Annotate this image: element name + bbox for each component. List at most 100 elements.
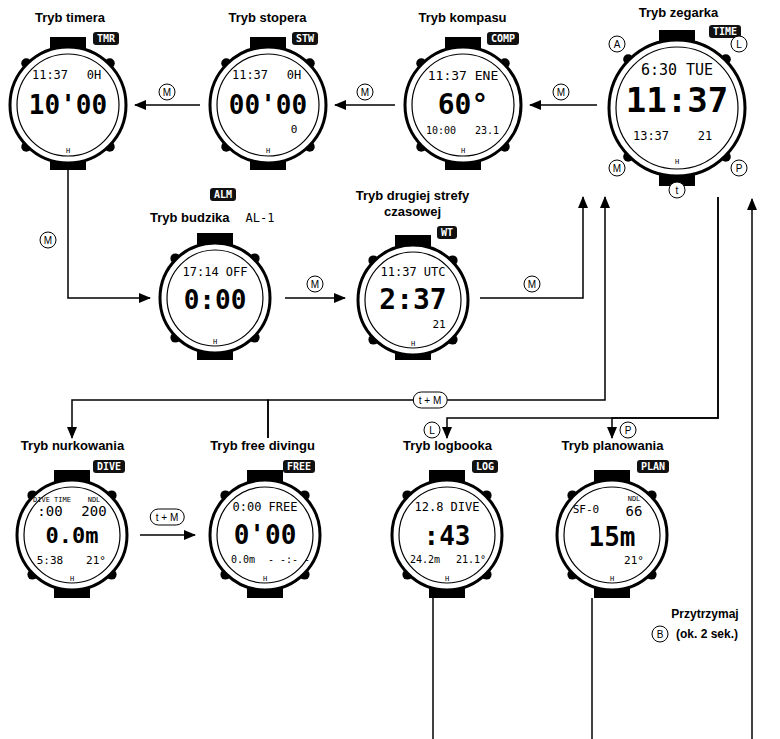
mode-title: Tryb timera bbox=[5, 10, 135, 26]
lcd-readout: 200 bbox=[81, 504, 106, 518]
watch-display bbox=[17, 54, 119, 156]
mode-badge: DIVE bbox=[93, 460, 125, 473]
watch-bezel bbox=[392, 480, 502, 590]
lcd-readout: 11:37 bbox=[626, 83, 728, 117]
watch-display bbox=[217, 487, 313, 583]
watch-mode-node: Tryb planowaniaPLANSF-0NDL6615m21°H bbox=[545, 438, 680, 598]
watch-display bbox=[616, 47, 738, 169]
lcd-readout: 17:14 OFF bbox=[182, 266, 247, 278]
lcd-readout: 0.0m bbox=[46, 525, 99, 547]
mode-badge: STW bbox=[292, 32, 318, 45]
watch-button-label: A bbox=[609, 36, 626, 53]
lcd-readout: 60° bbox=[438, 91, 489, 119]
hold-note: Przytrzymaj bbox=[670, 607, 739, 622]
lcd-readout: H bbox=[675, 159, 679, 166]
lcd-readout: H bbox=[445, 576, 449, 583]
mode-arrow bbox=[530, 104, 597, 106]
lcd-readout: NDL bbox=[628, 496, 641, 503]
lcd-readout: 0 bbox=[291, 124, 298, 135]
lcd-readout: 21° bbox=[624, 555, 644, 566]
mode-arrow bbox=[480, 197, 583, 298]
lcd-readout: 66 bbox=[626, 504, 643, 518]
return-arrow bbox=[751, 199, 753, 739]
mode-badge: WT bbox=[437, 226, 457, 239]
button-label: M bbox=[524, 276, 541, 293]
button-label: P bbox=[620, 422, 637, 439]
watch-display bbox=[564, 487, 660, 583]
lcd-readout: 21 bbox=[698, 130, 712, 142]
watch-button-label: t bbox=[669, 182, 686, 199]
watch-display bbox=[167, 250, 263, 346]
button-label: t + M bbox=[150, 509, 185, 526]
lcd-readout: H bbox=[70, 576, 74, 583]
watch-bezel bbox=[405, 47, 521, 163]
mode-title: Tryb budzika bbox=[150, 210, 242, 226]
lcd-readout: H bbox=[263, 576, 267, 583]
mode-badge: COMP bbox=[487, 32, 519, 45]
watch-bezel bbox=[17, 480, 127, 590]
lcd-readout: 11:37 ENE bbox=[428, 69, 498, 82]
lcd-readout: :43 bbox=[424, 523, 471, 549]
lcd-readout: 23.1 bbox=[475, 126, 499, 136]
lcd-readout: AL-1 bbox=[246, 212, 275, 224]
watch-display bbox=[24, 487, 120, 583]
watch-mode-node: Tryb timeraTMR11:370H10'00H bbox=[5, 10, 135, 170]
lcd-readout: 6:30 TUE bbox=[641, 63, 713, 78]
mode-arrow bbox=[612, 197, 718, 438]
watch-button-label: P bbox=[731, 160, 748, 177]
mode-title: Tryb nurkowania bbox=[5, 438, 140, 454]
watch-bezel bbox=[557, 480, 667, 590]
watch-display bbox=[217, 54, 319, 156]
mode-badge: ALM bbox=[210, 188, 236, 201]
mode-badge: FREE bbox=[283, 460, 315, 473]
watch-bezel bbox=[10, 47, 126, 163]
lcd-readout: 2:37 bbox=[379, 286, 446, 314]
watch-button-label: M bbox=[609, 160, 626, 177]
lcd-readout: H bbox=[66, 148, 70, 155]
button-label: L bbox=[424, 422, 441, 439]
mode-title: Tryb zegarka bbox=[597, 5, 760, 21]
leader-line bbox=[432, 598, 434, 739]
watch-display bbox=[412, 54, 514, 156]
watch-bezel bbox=[609, 40, 745, 176]
mode-title: Tryb logbooka bbox=[380, 438, 515, 454]
lcd-readout: H bbox=[266, 148, 270, 155]
button-label: M bbox=[357, 84, 374, 101]
lcd-readout: 13:37 bbox=[633, 130, 669, 142]
lcd-readout: 21 bbox=[432, 319, 445, 330]
lcd-readout: 15m bbox=[589, 524, 636, 550]
mode-arrow bbox=[135, 104, 200, 106]
mode-arrow bbox=[335, 104, 395, 106]
lcd-readout: 21.1° bbox=[456, 555, 486, 565]
button-label: M bbox=[307, 276, 324, 293]
mode-title: Tryb stopera bbox=[200, 10, 335, 26]
mode-arrow bbox=[68, 170, 150, 298]
watch-display bbox=[399, 487, 495, 583]
watch-bezel bbox=[210, 47, 326, 163]
hold-note: (ok. 2 sek.) bbox=[675, 627, 739, 642]
lcd-readout: :00 bbox=[37, 504, 62, 518]
mode-arrow bbox=[72, 400, 268, 438]
lcd-readout: H bbox=[461, 148, 465, 155]
lcd-readout: 0H bbox=[287, 69, 301, 81]
button-label: M bbox=[553, 84, 570, 101]
mode-arrow bbox=[140, 534, 195, 536]
watch-mode-node: Tryb logbookaLOG12.8 DIVE:4324.2m21.1°H bbox=[380, 438, 515, 598]
lcd-readout: H bbox=[411, 341, 415, 348]
lcd-readout: 24.2m bbox=[410, 555, 440, 565]
watch-bezel bbox=[358, 245, 468, 355]
lcd-readout: SF-0 bbox=[573, 504, 600, 515]
mode-badge: PLAN bbox=[637, 460, 669, 473]
lcd-readout: 11:37 UTC bbox=[380, 266, 445, 278]
watch-bezel bbox=[160, 243, 270, 353]
lcd-readout: H bbox=[610, 576, 614, 583]
mode-title: Tryb drugiej strefy czasowej bbox=[345, 188, 480, 220]
watch-mode-node: Tryb drugiej strefy czasowejWT 11:37 UTC 2… bbox=[345, 188, 480, 360]
hold-note: B bbox=[652, 626, 669, 643]
lcd-readout: 0.0m bbox=[231, 555, 255, 565]
lcd-readout: 0:00 FREE bbox=[232, 501, 297, 513]
lcd-readout: 0:00 bbox=[184, 287, 247, 313]
lcd-readout: 21° bbox=[86, 555, 106, 566]
